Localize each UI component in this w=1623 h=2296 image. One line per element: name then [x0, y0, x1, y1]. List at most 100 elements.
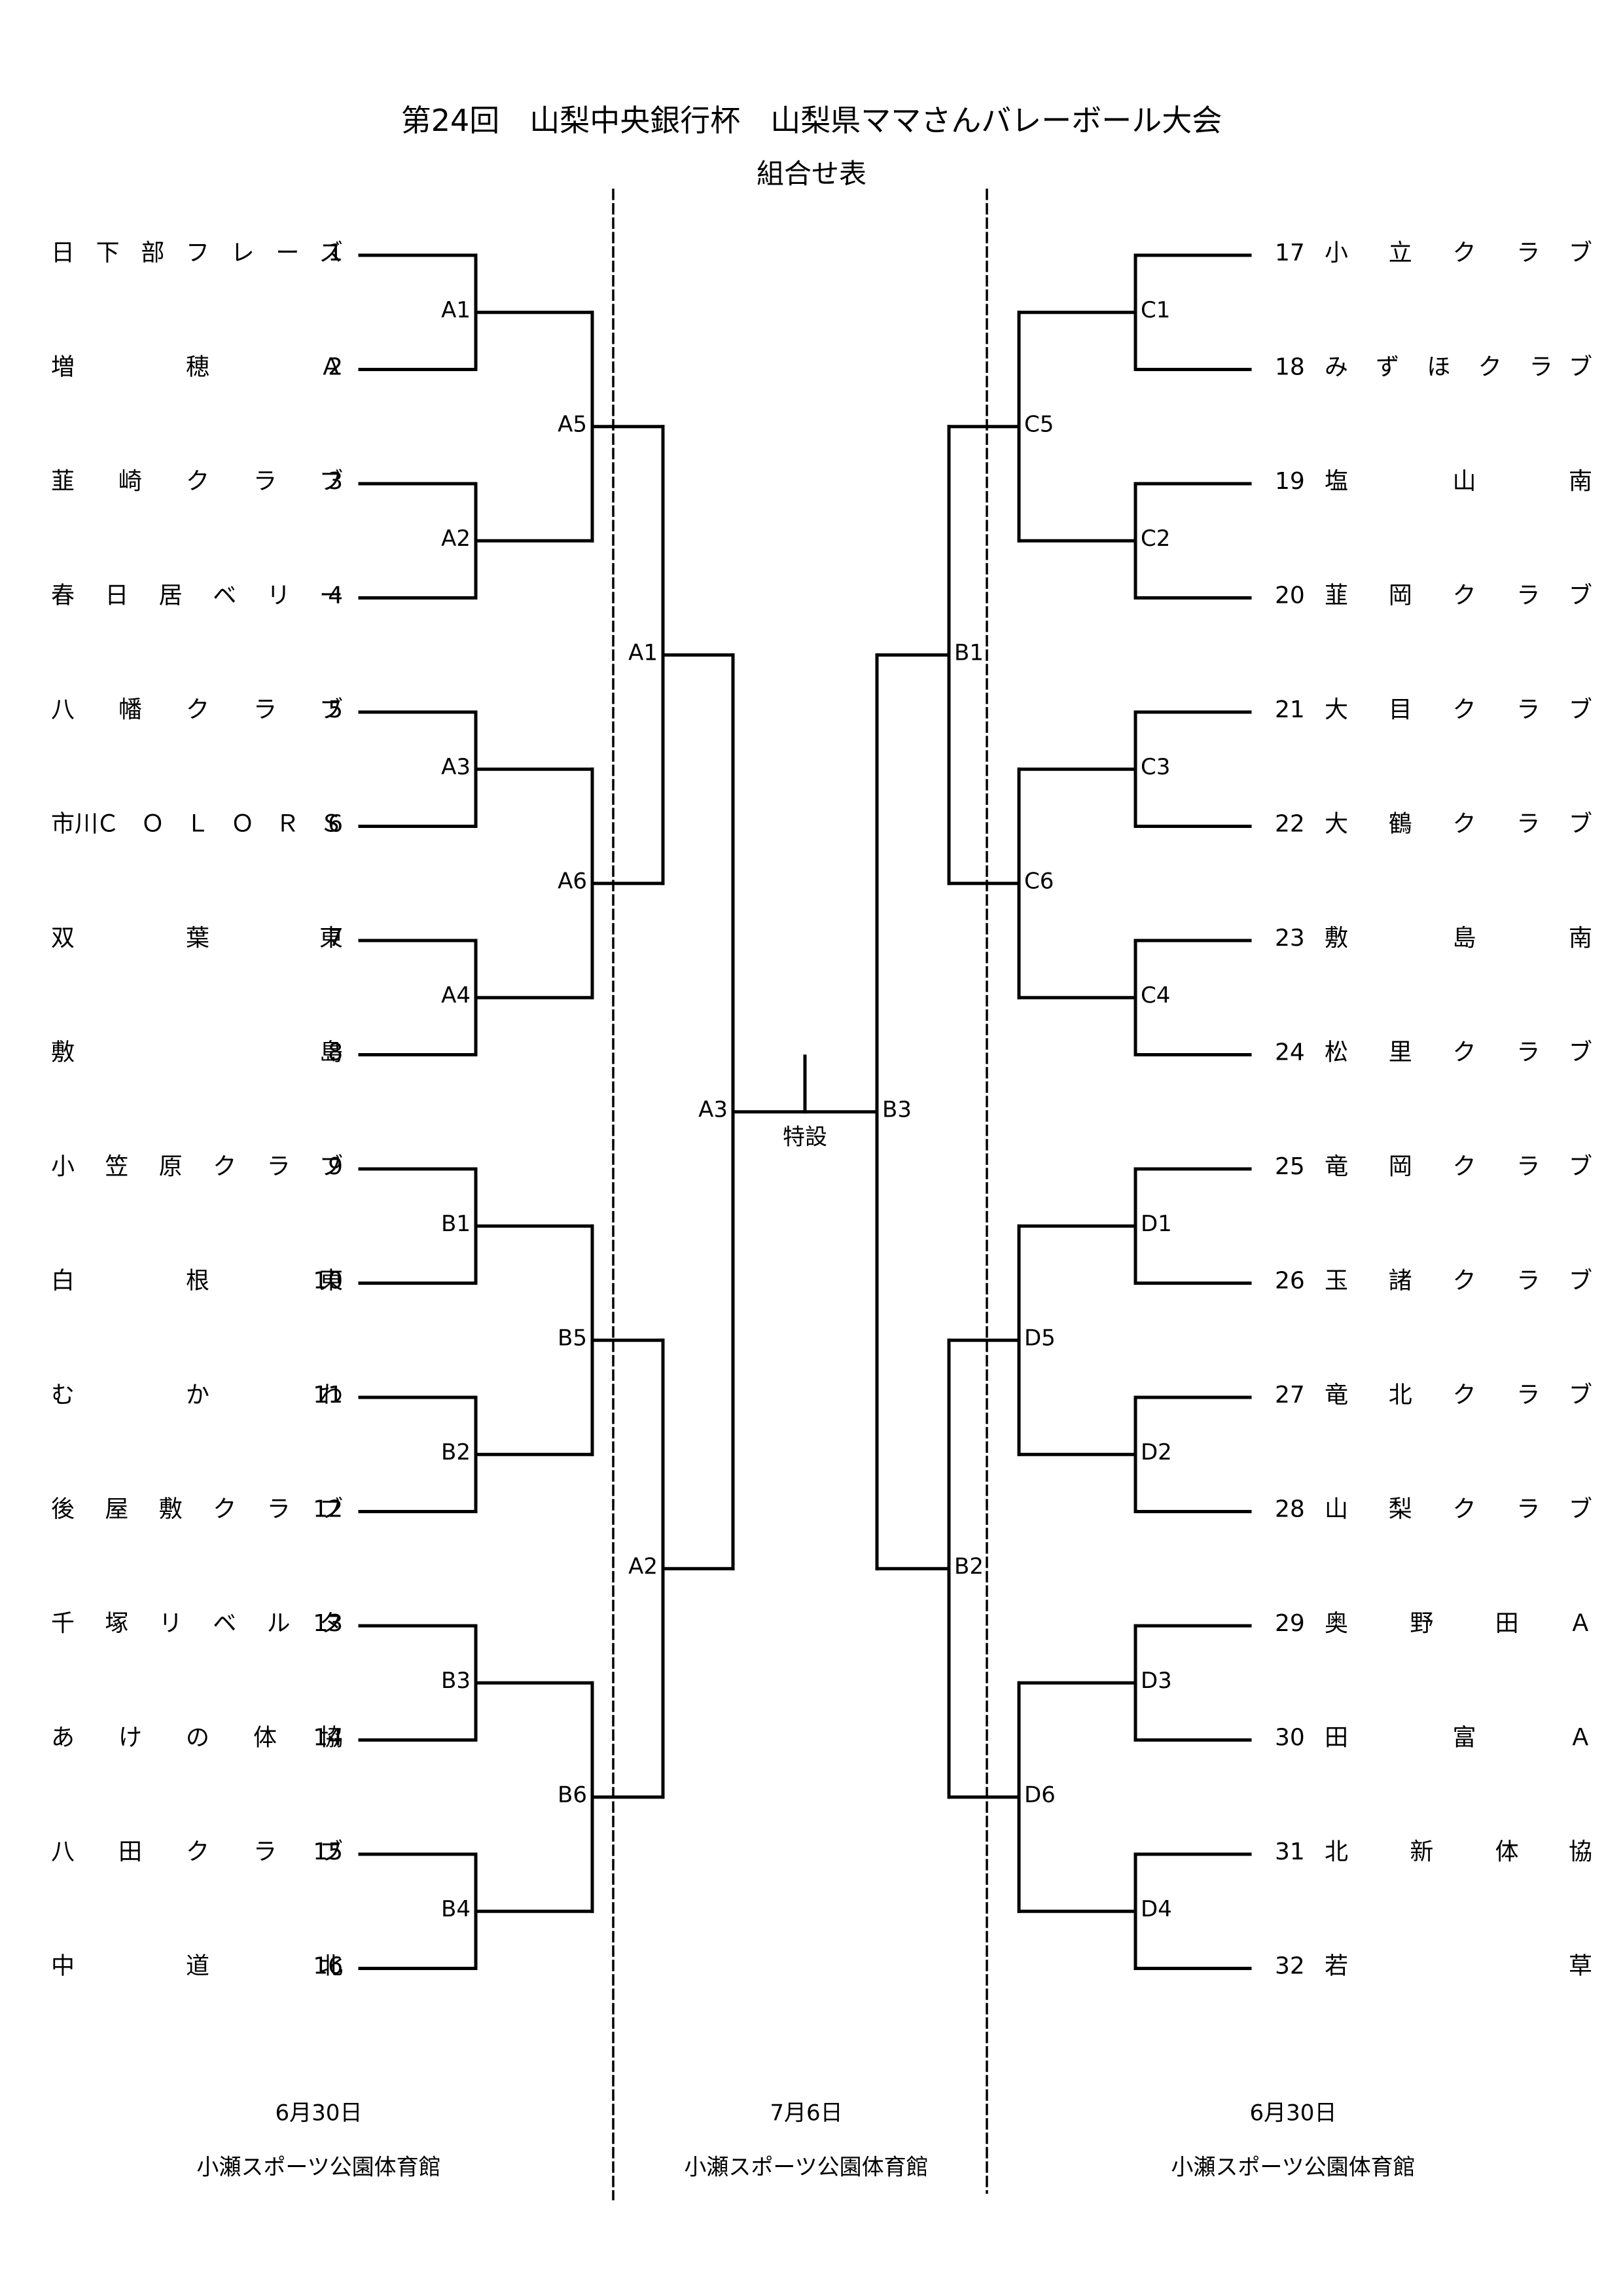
- match-label: A5: [558, 411, 587, 437]
- team-name-char: 増: [51, 354, 75, 381]
- team-name-char: の: [186, 1725, 209, 1751]
- team-name-char: 協: [1569, 1839, 1592, 1865]
- team-name-char: 八: [51, 696, 75, 723]
- match-label: C5: [1024, 411, 1054, 437]
- team-name-char: ク: [1453, 240, 1476, 266]
- team-seed-number: 7: [328, 925, 343, 952]
- team-name-char: 中: [51, 1953, 75, 1980]
- team-name-char: ズ: [319, 240, 343, 266]
- team-name-char: 笠: [105, 1153, 128, 1180]
- team-seed-number: 18: [1275, 354, 1305, 381]
- team-name-char: む: [51, 1382, 75, 1408]
- footer-date: 6月30日: [1250, 2100, 1337, 2126]
- team-name-char: ブ: [1569, 1496, 1592, 1523]
- team-seed-number: 3: [328, 468, 343, 495]
- team-name-char: 部: [141, 240, 164, 266]
- team-name-char: 春: [51, 583, 75, 609]
- team-name-char: 南: [1569, 925, 1592, 952]
- team-name-char: ク: [1453, 1039, 1476, 1066]
- match-label: C3: [1141, 754, 1170, 780]
- team-name-char: レ: [231, 240, 255, 266]
- match-label: A3: [698, 1096, 728, 1122]
- team-name-char: タ: [319, 1610, 343, 1637]
- team-name-char: Ｏ: [141, 811, 164, 838]
- team-name-char: ラ: [1516, 1153, 1540, 1180]
- team-name-char: ブ: [1569, 583, 1592, 609]
- team-name-char: Ｏ: [231, 811, 255, 838]
- match-label: C4: [1141, 982, 1170, 1009]
- team-name-char: 白: [51, 1268, 75, 1295]
- team-name-char: 目: [1389, 696, 1412, 723]
- team-name-char: 立: [1389, 240, 1412, 266]
- match-label: A1: [628, 639, 658, 666]
- team-name-char: ル: [267, 1610, 291, 1637]
- team-name-char: ラ: [1516, 1268, 1540, 1295]
- team-name-char: ベ: [213, 1610, 236, 1637]
- team-name-char: 道: [186, 1953, 209, 1980]
- team-name-char: ラ: [253, 1839, 277, 1865]
- team-name-char: ラ: [267, 1496, 291, 1523]
- team-name-char: 北: [1389, 1382, 1412, 1408]
- team-seed-number: 27: [1275, 1382, 1305, 1408]
- team-name-char: 日: [51, 240, 75, 266]
- team-name-char: あ: [51, 1725, 75, 1751]
- match-label: D3: [1141, 1668, 1172, 1694]
- team-name-char: け: [118, 1725, 142, 1751]
- match-label: A3: [441, 754, 471, 780]
- match-label: D2: [1141, 1439, 1172, 1465]
- team-name-char: ラ: [253, 696, 277, 723]
- team-name-char: わ: [319, 1382, 343, 1408]
- team-seed-number: 32: [1275, 1953, 1305, 1980]
- team-seed-number: 31: [1275, 1839, 1305, 1865]
- match-label: D5: [1024, 1325, 1056, 1351]
- footer-venue: 小瀬スポーツ公園体育館: [196, 2155, 440, 2181]
- page-title: 第24回 山梨中央銀行杯 山梨県ママさんバレーボール大会: [401, 103, 1222, 138]
- team-seed-number: 22: [1275, 811, 1305, 838]
- team-name-char: Ｌ: [186, 811, 209, 838]
- team-name-char: 奥: [1325, 1610, 1348, 1637]
- team-name-char: み: [1325, 354, 1348, 381]
- team-name-char: ラ: [1516, 1382, 1540, 1408]
- team-name-char: 新: [1410, 1839, 1433, 1865]
- team-name-char: 崎: [118, 468, 142, 495]
- match-label: D4: [1141, 1896, 1172, 1922]
- team-name-char: Ａ: [1569, 1610, 1592, 1637]
- team-seed-number: 6: [328, 811, 343, 838]
- team-seed-number: 8: [328, 1039, 343, 1066]
- team-name-char: ク: [1478, 354, 1502, 381]
- match-label: D6: [1024, 1782, 1056, 1808]
- team-name-char: 幡: [118, 696, 142, 723]
- team-name-char: ブ: [1569, 1268, 1592, 1295]
- team-name-char: ラ: [267, 1153, 291, 1180]
- team-name-char: ブ: [1569, 1382, 1592, 1408]
- team-name-char: 根: [186, 1268, 209, 1295]
- team-name-char: ク: [1453, 811, 1476, 838]
- team-name-char: ラ: [1529, 354, 1553, 381]
- team-seed-number: 1: [328, 240, 343, 266]
- team-seed-number: 23: [1275, 925, 1305, 952]
- team-name-char: ず: [1376, 354, 1399, 381]
- team-name-char: ブ: [1569, 811, 1592, 838]
- team-name-char: ク: [1453, 696, 1476, 723]
- team-name-char: 塩: [1325, 468, 1348, 495]
- match-label: A2: [441, 526, 471, 552]
- team-name-char: リ: [159, 1610, 183, 1637]
- team-seed-number: 26: [1275, 1268, 1305, 1295]
- team-seed-number: 2: [328, 354, 343, 381]
- team-name-char: 屋: [105, 1496, 128, 1523]
- team-name-char: ブ: [319, 1153, 343, 1180]
- match-label: B2: [441, 1439, 471, 1465]
- team-name-char: フ: [186, 240, 209, 266]
- match-label: C1: [1141, 297, 1170, 323]
- team-name-char: 千: [51, 1610, 75, 1637]
- team-name-char: 体: [1495, 1839, 1519, 1865]
- team-seed-number: 19: [1275, 468, 1305, 495]
- team-seed-number: 17: [1275, 240, 1305, 266]
- team-name-char: ブ: [319, 468, 343, 495]
- team-seed-number: 10: [313, 1268, 343, 1295]
- team-name-char: ベ: [213, 583, 236, 609]
- team-name-char: 諸: [1389, 1268, 1412, 1295]
- team-name-char: ク: [1453, 583, 1476, 609]
- team-name-char: 東: [319, 1268, 343, 1295]
